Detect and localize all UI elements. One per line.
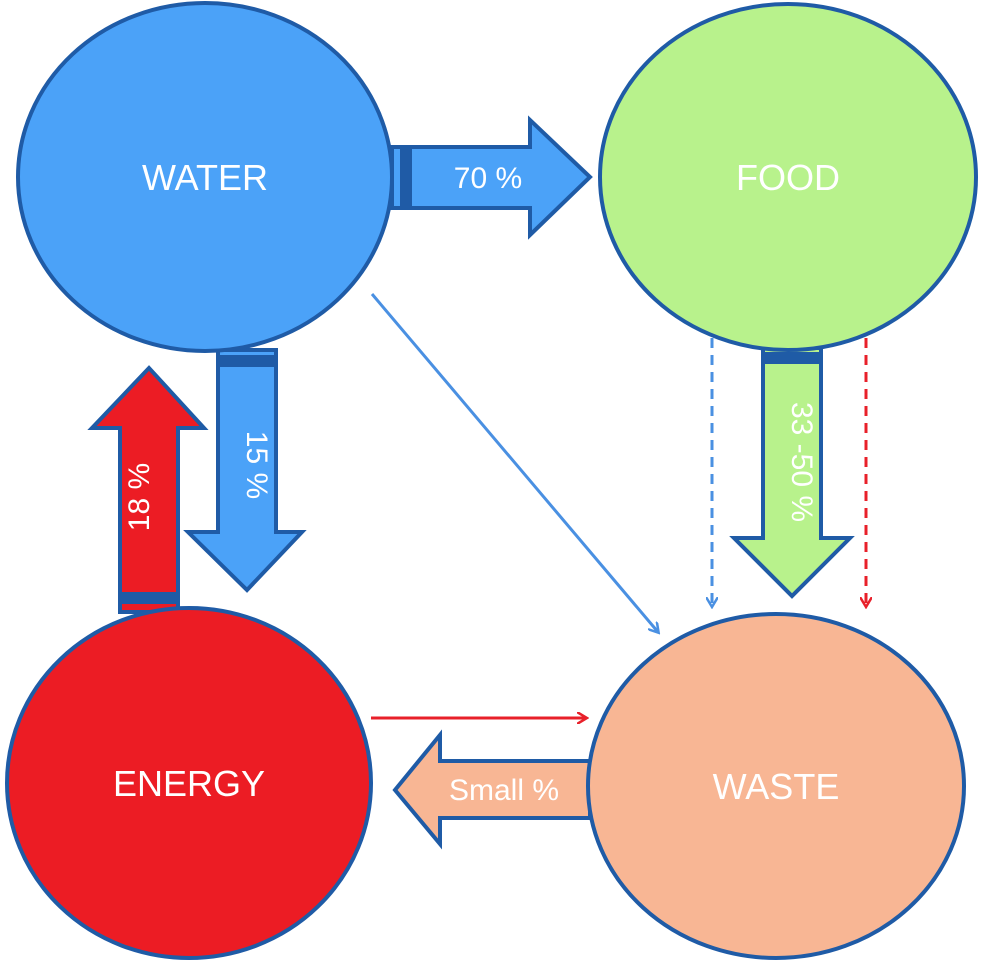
- node-water: WATER: [16, 1, 394, 353]
- connector-water-to-waste: [370, 293, 658, 632]
- flow-food-to-waste-label: 33 -50 %: [785, 402, 818, 522]
- waste-label: WASTE: [713, 766, 840, 807]
- node-waste: WASTE: [586, 612, 966, 960]
- flow-waste-to-energy-label: Small %: [449, 774, 559, 807]
- food-circle: [598, 2, 978, 352]
- flow-energy-to-water-band: [120, 592, 178, 604]
- flow-water-to-food: 70 %: [390, 115, 593, 240]
- water-label: WATER: [142, 157, 268, 198]
- flow-water-to-food-label: 70 %: [454, 162, 522, 195]
- flow-water-to-food-arrow: [390, 115, 593, 240]
- flow-food-to-waste-band: [763, 352, 821, 364]
- flow-energy-to-water-arrow: [87, 365, 209, 614]
- energy-label: ENERGY: [113, 763, 265, 804]
- node-energy: ENERGY: [5, 606, 373, 960]
- waste-circle: [586, 612, 966, 960]
- flow-water-to-energy-label: 15 %: [240, 431, 273, 499]
- food-label: FOOD: [736, 157, 840, 198]
- flow-energy-to-water-label: 18 %: [123, 463, 156, 531]
- flow-waste-to-energy: Small %: [392, 729, 592, 850]
- flow-water-to-energy-band: [218, 355, 276, 367]
- flow-food-to-waste: 33 -50 %: [729, 346, 855, 599]
- node-food: FOOD: [598, 2, 978, 352]
- flow-energy-to-water: 18 %: [87, 365, 209, 614]
- flow-food-to-waste-arrow: [729, 346, 855, 599]
- energy-circle: [5, 606, 373, 960]
- flow-waste-to-energy-arrow: [392, 729, 592, 850]
- water-circle: [16, 1, 394, 353]
- flow-water-to-food-band: [400, 147, 412, 208]
- flow-water-to-energy: 15 %: [183, 348, 307, 593]
- flow-water-to-energy-arrow: [183, 348, 307, 593]
